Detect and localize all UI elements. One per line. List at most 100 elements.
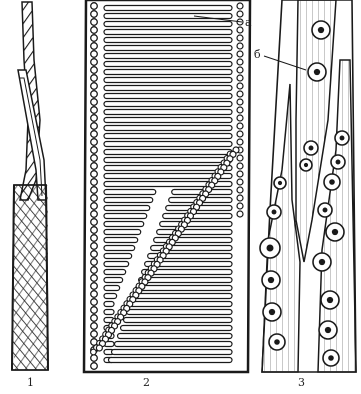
striation [104, 38, 232, 43]
striation [124, 318, 232, 323]
striation [104, 238, 138, 243]
bead [91, 139, 98, 146]
bead [91, 259, 98, 266]
striation [133, 294, 232, 299]
striation [104, 262, 129, 267]
nucleus [321, 291, 339, 309]
panel-number-3: 3 [298, 376, 305, 389]
bead [237, 91, 243, 97]
bead [91, 251, 98, 258]
bead [91, 35, 98, 42]
striation [104, 214, 147, 219]
striation [104, 198, 153, 203]
bead [237, 139, 243, 145]
bead [91, 323, 98, 330]
striation [104, 126, 232, 131]
nucleus [260, 238, 280, 258]
bead [91, 291, 98, 298]
striation [104, 302, 114, 307]
striation [104, 310, 114, 315]
nucleus [304, 141, 318, 155]
bead [237, 67, 243, 73]
striation [104, 78, 232, 83]
striation [104, 14, 232, 19]
bead [237, 115, 243, 121]
bead [237, 131, 243, 137]
bead [237, 51, 243, 57]
panel-1-fiber [12, 2, 48, 370]
nucleus [269, 334, 285, 350]
bead [237, 3, 243, 9]
striation [104, 94, 232, 99]
panel-number-1: 1 [27, 376, 34, 389]
bead [91, 363, 98, 370]
striation [104, 254, 132, 259]
bead [237, 43, 243, 49]
striation [104, 222, 144, 227]
striation [104, 158, 232, 163]
bead [91, 211, 98, 218]
nucleus [300, 159, 312, 171]
bead [91, 115, 98, 122]
striation [130, 302, 232, 307]
bead [237, 83, 243, 89]
striation [104, 166, 232, 171]
striation [104, 286, 120, 291]
bead [91, 3, 98, 10]
nucleus [335, 131, 349, 145]
bead [91, 283, 98, 290]
striation [104, 270, 126, 275]
striation [160, 222, 232, 227]
bead [91, 203, 98, 210]
bead [237, 123, 243, 129]
bead [91, 299, 98, 306]
bead [237, 203, 243, 209]
bead [91, 235, 98, 242]
nucleus [267, 205, 281, 219]
striation [104, 102, 232, 107]
nucleus [323, 350, 339, 366]
bead [91, 179, 98, 186]
striation [118, 334, 232, 339]
striation [104, 142, 232, 147]
bead [237, 211, 243, 217]
bead [91, 43, 98, 50]
striation [104, 134, 232, 139]
nucleus [312, 21, 330, 39]
bead [91, 27, 98, 34]
bead [237, 187, 243, 193]
bead [91, 75, 98, 82]
striation [104, 246, 135, 251]
bead [91, 51, 98, 58]
striation [104, 190, 156, 195]
striation [136, 286, 232, 291]
nucleus [318, 203, 332, 217]
striation [163, 214, 232, 219]
bead [237, 155, 243, 161]
bead [91, 91, 98, 98]
striation [104, 230, 141, 235]
annotation-b-label: б [254, 48, 261, 61]
bead [237, 163, 243, 169]
bead [237, 27, 243, 33]
striation [104, 22, 232, 27]
striation [104, 118, 232, 123]
bead [96, 345, 102, 351]
striation [104, 70, 232, 75]
bead [91, 155, 98, 162]
bead [237, 11, 243, 17]
striation [104, 110, 232, 115]
bead [91, 59, 98, 66]
bead [91, 67, 98, 74]
nucleus [331, 155, 345, 169]
bead [91, 123, 98, 130]
nucleus [313, 253, 331, 271]
bead [91, 147, 98, 154]
striation [139, 278, 232, 283]
striation [115, 342, 232, 347]
bead [91, 219, 98, 226]
bead [91, 267, 98, 274]
nucleus [308, 63, 326, 81]
nucleus [263, 303, 281, 321]
